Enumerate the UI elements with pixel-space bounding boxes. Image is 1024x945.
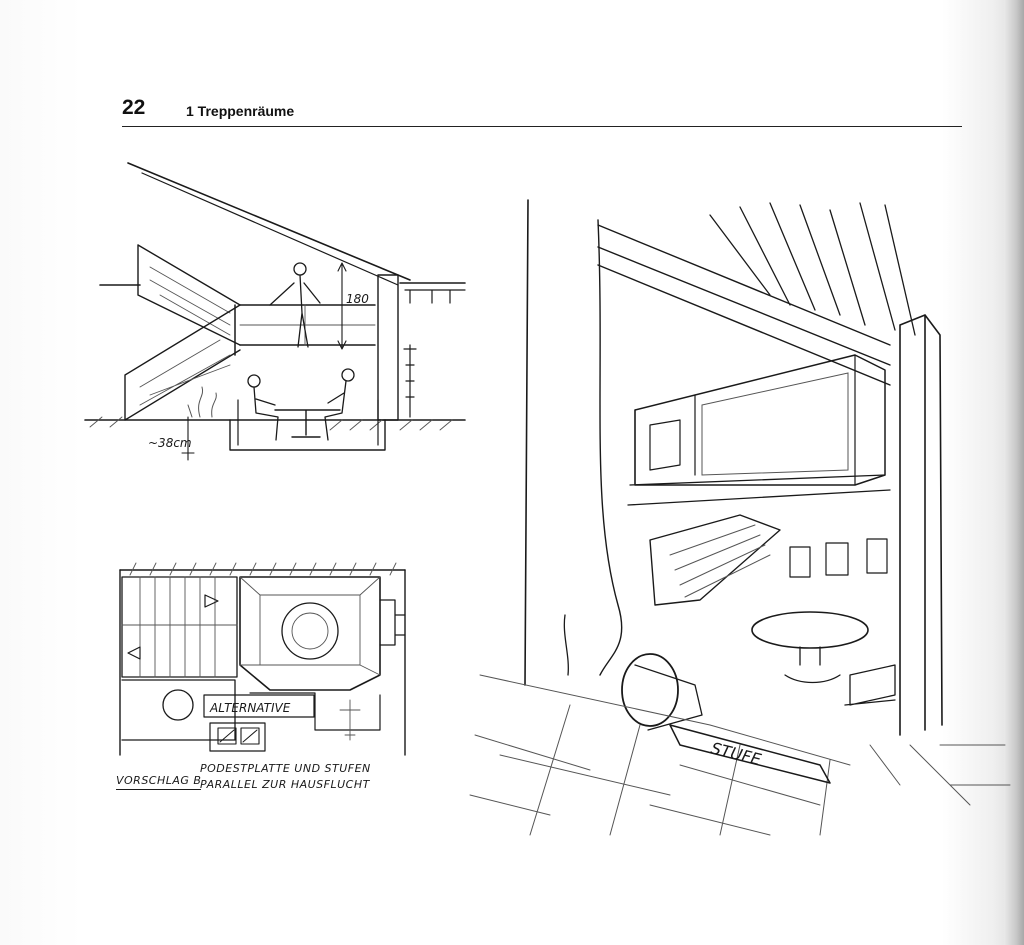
roof-line <box>127 162 411 281</box>
perspective-sketch: STUFE <box>469 199 1011 836</box>
seated-figure-left <box>247 374 261 388</box>
lower-stair-flight <box>124 304 241 421</box>
seated-figure-right <box>341 368 355 382</box>
round-table <box>751 611 869 649</box>
alternative-frame <box>203 694 315 718</box>
wall-column <box>377 274 399 421</box>
chapter-title: 1 Treppenräume <box>186 103 295 119</box>
upper-stair-flight <box>137 244 241 346</box>
seating-pit <box>229 419 386 451</box>
standing-figure <box>293 262 307 276</box>
suggestion-label: VORSCHLAG B <box>116 774 202 790</box>
plan-note-line2: PARALLEL ZUR HAUSFLUCHT <box>200 778 370 791</box>
plan-landing-platform <box>239 576 381 691</box>
header-rule <box>122 126 962 127</box>
table <box>274 409 341 438</box>
right-pillar <box>899 314 943 736</box>
dimension-label-180: 180 <box>346 292 369 306</box>
plan-round-table <box>281 602 339 660</box>
plan-note-line1: PODESTPLATTE UND STUFEN <box>200 762 371 775</box>
back-window-2 <box>825 542 849 576</box>
plan-sketch: ALTERNATIVE <box>119 562 406 756</box>
plan-stair-run <box>121 576 238 678</box>
section-sketch: 180 ~38cm <box>84 162 466 461</box>
step-band <box>669 724 831 784</box>
floor-tiles <box>469 674 1011 836</box>
page-header: 22 1 Treppenräume <box>122 96 962 130</box>
ceiling-beams <box>597 224 891 386</box>
armchair <box>621 653 679 727</box>
lower-stair <box>649 514 781 606</box>
wall-opening-left <box>597 219 623 676</box>
plan-lower-table <box>162 689 194 721</box>
alternative-option-box <box>209 722 266 752</box>
page-gutter-shadow <box>1004 0 1024 945</box>
dimension-label-seat: ~38cm <box>148 436 192 450</box>
right-steps <box>844 664 896 706</box>
back-window-1 <box>789 546 811 578</box>
floor-lamp <box>403 344 417 418</box>
dimension-line-180 <box>337 262 347 350</box>
dimension-line-seat <box>181 416 195 461</box>
alternative-label: ALTERNATIVE <box>209 701 291 715</box>
back-window-3 <box>866 538 888 574</box>
page-number: 22 <box>122 96 146 119</box>
foreground-wall-edge <box>524 199 529 686</box>
